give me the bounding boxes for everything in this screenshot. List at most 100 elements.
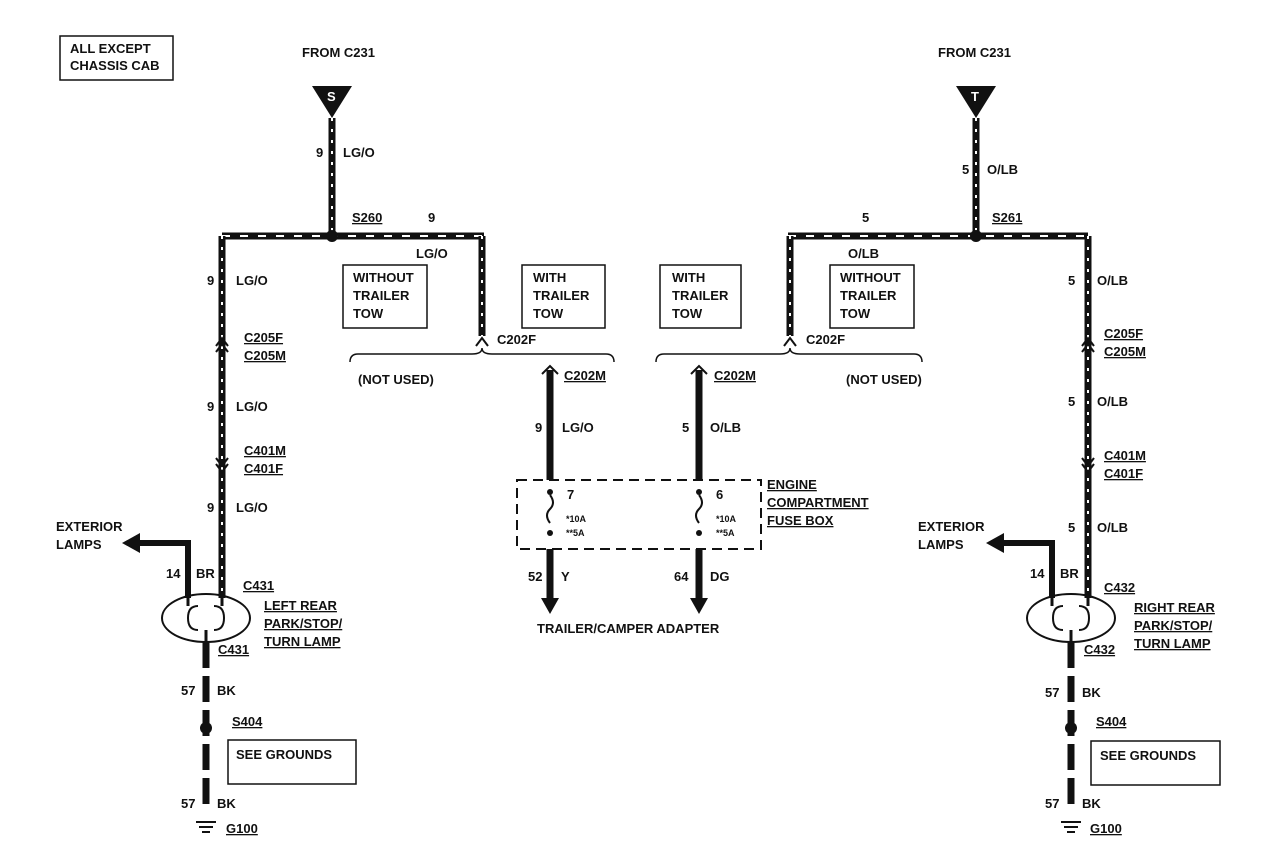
svg-text:C205M: C205M — [244, 348, 286, 363]
svg-text:57: 57 — [1045, 796, 1059, 811]
svg-text:LEFT REAR: LEFT REAR — [264, 598, 338, 613]
svg-text:O/LB: O/LB — [1097, 394, 1128, 409]
svg-text:LG/O: LG/O — [562, 420, 594, 435]
svg-text:57: 57 — [181, 796, 195, 811]
svg-text:FUSE BOX: FUSE BOX — [767, 513, 834, 528]
left-c202f: C202F — [497, 332, 536, 347]
svg-text:BK: BK — [217, 683, 236, 698]
svg-text:5: 5 — [862, 210, 869, 225]
svg-text:14: 14 — [166, 566, 181, 581]
svg-text:O/LB: O/LB — [710, 420, 741, 435]
engine-fuse-box — [516, 479, 762, 550]
svg-text:BK: BK — [1082, 796, 1101, 811]
left-terminal-triangle — [312, 86, 352, 118]
left-circuit: FROM C231 S 9 LG/O S260 9 LG/O C202F WIT… — [56, 45, 615, 836]
svg-text:57: 57 — [181, 683, 195, 698]
fuse-right — [695, 489, 703, 536]
svg-text:O/LB: O/LB — [1097, 520, 1128, 535]
svg-text:LG/O: LG/O — [236, 500, 268, 515]
svg-text:5: 5 — [682, 420, 689, 435]
svg-text:COMPARTMENT: COMPARTMENT — [767, 495, 869, 510]
right-c205-connector — [1081, 336, 1095, 347]
svg-text:TOW: TOW — [840, 306, 871, 321]
left-option-brace — [349, 347, 615, 363]
svg-text:WITHOUT: WITHOUT — [353, 270, 414, 285]
svg-text:LAMPS: LAMPS — [56, 537, 102, 552]
right-exterior-lamps-wire — [1002, 540, 1055, 598]
fuse-left — [546, 489, 554, 536]
svg-text:TOW: TOW — [533, 306, 564, 321]
svg-text:WITH: WITH — [672, 270, 705, 285]
left-ground-symbol — [196, 821, 216, 833]
center-out-left-arrow — [541, 598, 559, 614]
left-exterior-lamps-label: EXTERIOR — [56, 519, 123, 534]
svg-text:C432: C432 — [1084, 642, 1115, 657]
svg-text:64: 64 — [674, 569, 689, 584]
svg-text:C401M: C401M — [244, 443, 286, 458]
svg-text:WITHOUT: WITHOUT — [840, 270, 901, 285]
left-feed-gauge: 9 — [316, 145, 323, 160]
left-branch-color: LG/O — [416, 246, 448, 261]
svg-text:5: 5 — [962, 162, 969, 177]
svg-text:**5A: **5A — [566, 528, 585, 538]
svg-text:C205M: C205M — [1104, 344, 1146, 359]
svg-text:ENGINE: ENGINE — [767, 477, 817, 492]
left-branch-gauge: 9 — [428, 210, 435, 225]
svg-text:TURN LAMP: TURN LAMP — [264, 634, 341, 649]
svg-text:*10A: *10A — [566, 514, 587, 524]
svg-text:6: 6 — [716, 487, 723, 502]
right-terminal-triangle — [956, 86, 996, 118]
right-ground-splice — [1065, 722, 1077, 734]
left-with-tow-box — [521, 264, 606, 329]
svg-text:FROM C231: FROM C231 — [938, 45, 1011, 60]
left-exterior-lamps-wire — [138, 540, 191, 598]
right-option-brace — [655, 347, 923, 363]
svg-text:LAMPS: LAMPS — [918, 537, 964, 552]
svg-text:SEE GROUNDS: SEE GROUNDS — [1100, 748, 1196, 763]
svg-text:52: 52 — [528, 569, 542, 584]
svg-text:BK: BK — [217, 796, 236, 811]
svg-text:WITH: WITH — [533, 270, 566, 285]
left-from-label: FROM C231 — [302, 45, 375, 60]
svg-text:TURN LAMP: TURN LAMP — [1134, 636, 1211, 651]
left-not-used: (NOT USED) — [358, 372, 434, 387]
svg-text:57: 57 — [1045, 685, 1059, 700]
left-feed-color: LG/O — [343, 145, 375, 160]
left-exterior-lamps-arrow — [122, 533, 140, 553]
svg-text:*10A: *10A — [716, 514, 737, 524]
right-splice-dot — [970, 230, 982, 242]
right-rear-lamp — [1026, 593, 1116, 643]
left-splice-dot — [326, 230, 338, 242]
svg-text:C401F: C401F — [1104, 466, 1143, 481]
center-circuit: C202M 9 LG/O C202M 5 O/LB 7 *10A **5A 6 … — [516, 364, 869, 636]
svg-text:14: 14 — [1030, 566, 1045, 581]
svg-text:O/LB: O/LB — [848, 246, 879, 261]
svg-text:7: 7 — [567, 487, 574, 502]
svg-text:S404: S404 — [1096, 714, 1127, 729]
center-left-c202m-connector — [541, 364, 559, 375]
svg-text:EXTERIOR: EXTERIOR — [918, 519, 985, 534]
left-splice-label: S260 — [352, 210, 382, 225]
svg-text:LG/O: LG/O — [236, 273, 268, 288]
svg-text:C205F: C205F — [244, 330, 283, 345]
svg-text:5: 5 — [1068, 520, 1075, 535]
svg-text:5: 5 — [1068, 273, 1075, 288]
svg-text:C431: C431 — [243, 578, 274, 593]
svg-text:PARK/STOP/: PARK/STOP/ — [1134, 618, 1213, 633]
right-ground-symbol — [1061, 821, 1081, 833]
center-right-c202m-connector — [690, 364, 708, 375]
right-circuit: FROM C231 T 5 O/LB S261 5 O/LB C202F WIT… — [655, 45, 1221, 836]
svg-text:S261: S261 — [992, 210, 1022, 225]
svg-text:Y: Y — [561, 569, 570, 584]
svg-text:C205F: C205F — [1104, 326, 1143, 341]
svg-text:G100: G100 — [226, 821, 258, 836]
svg-text:C401M: C401M — [1104, 448, 1146, 463]
svg-text:SEE GROUNDS: SEE GROUNDS — [236, 747, 332, 762]
left-without-tow-box — [342, 264, 428, 329]
svg-text:TRAILER: TRAILER — [840, 288, 897, 303]
left-see-grounds-box — [227, 739, 357, 785]
scope-line-1: ALL EXCEPT — [70, 41, 151, 56]
svg-text:TRAILER: TRAILER — [533, 288, 590, 303]
svg-text:T: T — [971, 89, 979, 104]
svg-text:TOW: TOW — [672, 306, 703, 321]
